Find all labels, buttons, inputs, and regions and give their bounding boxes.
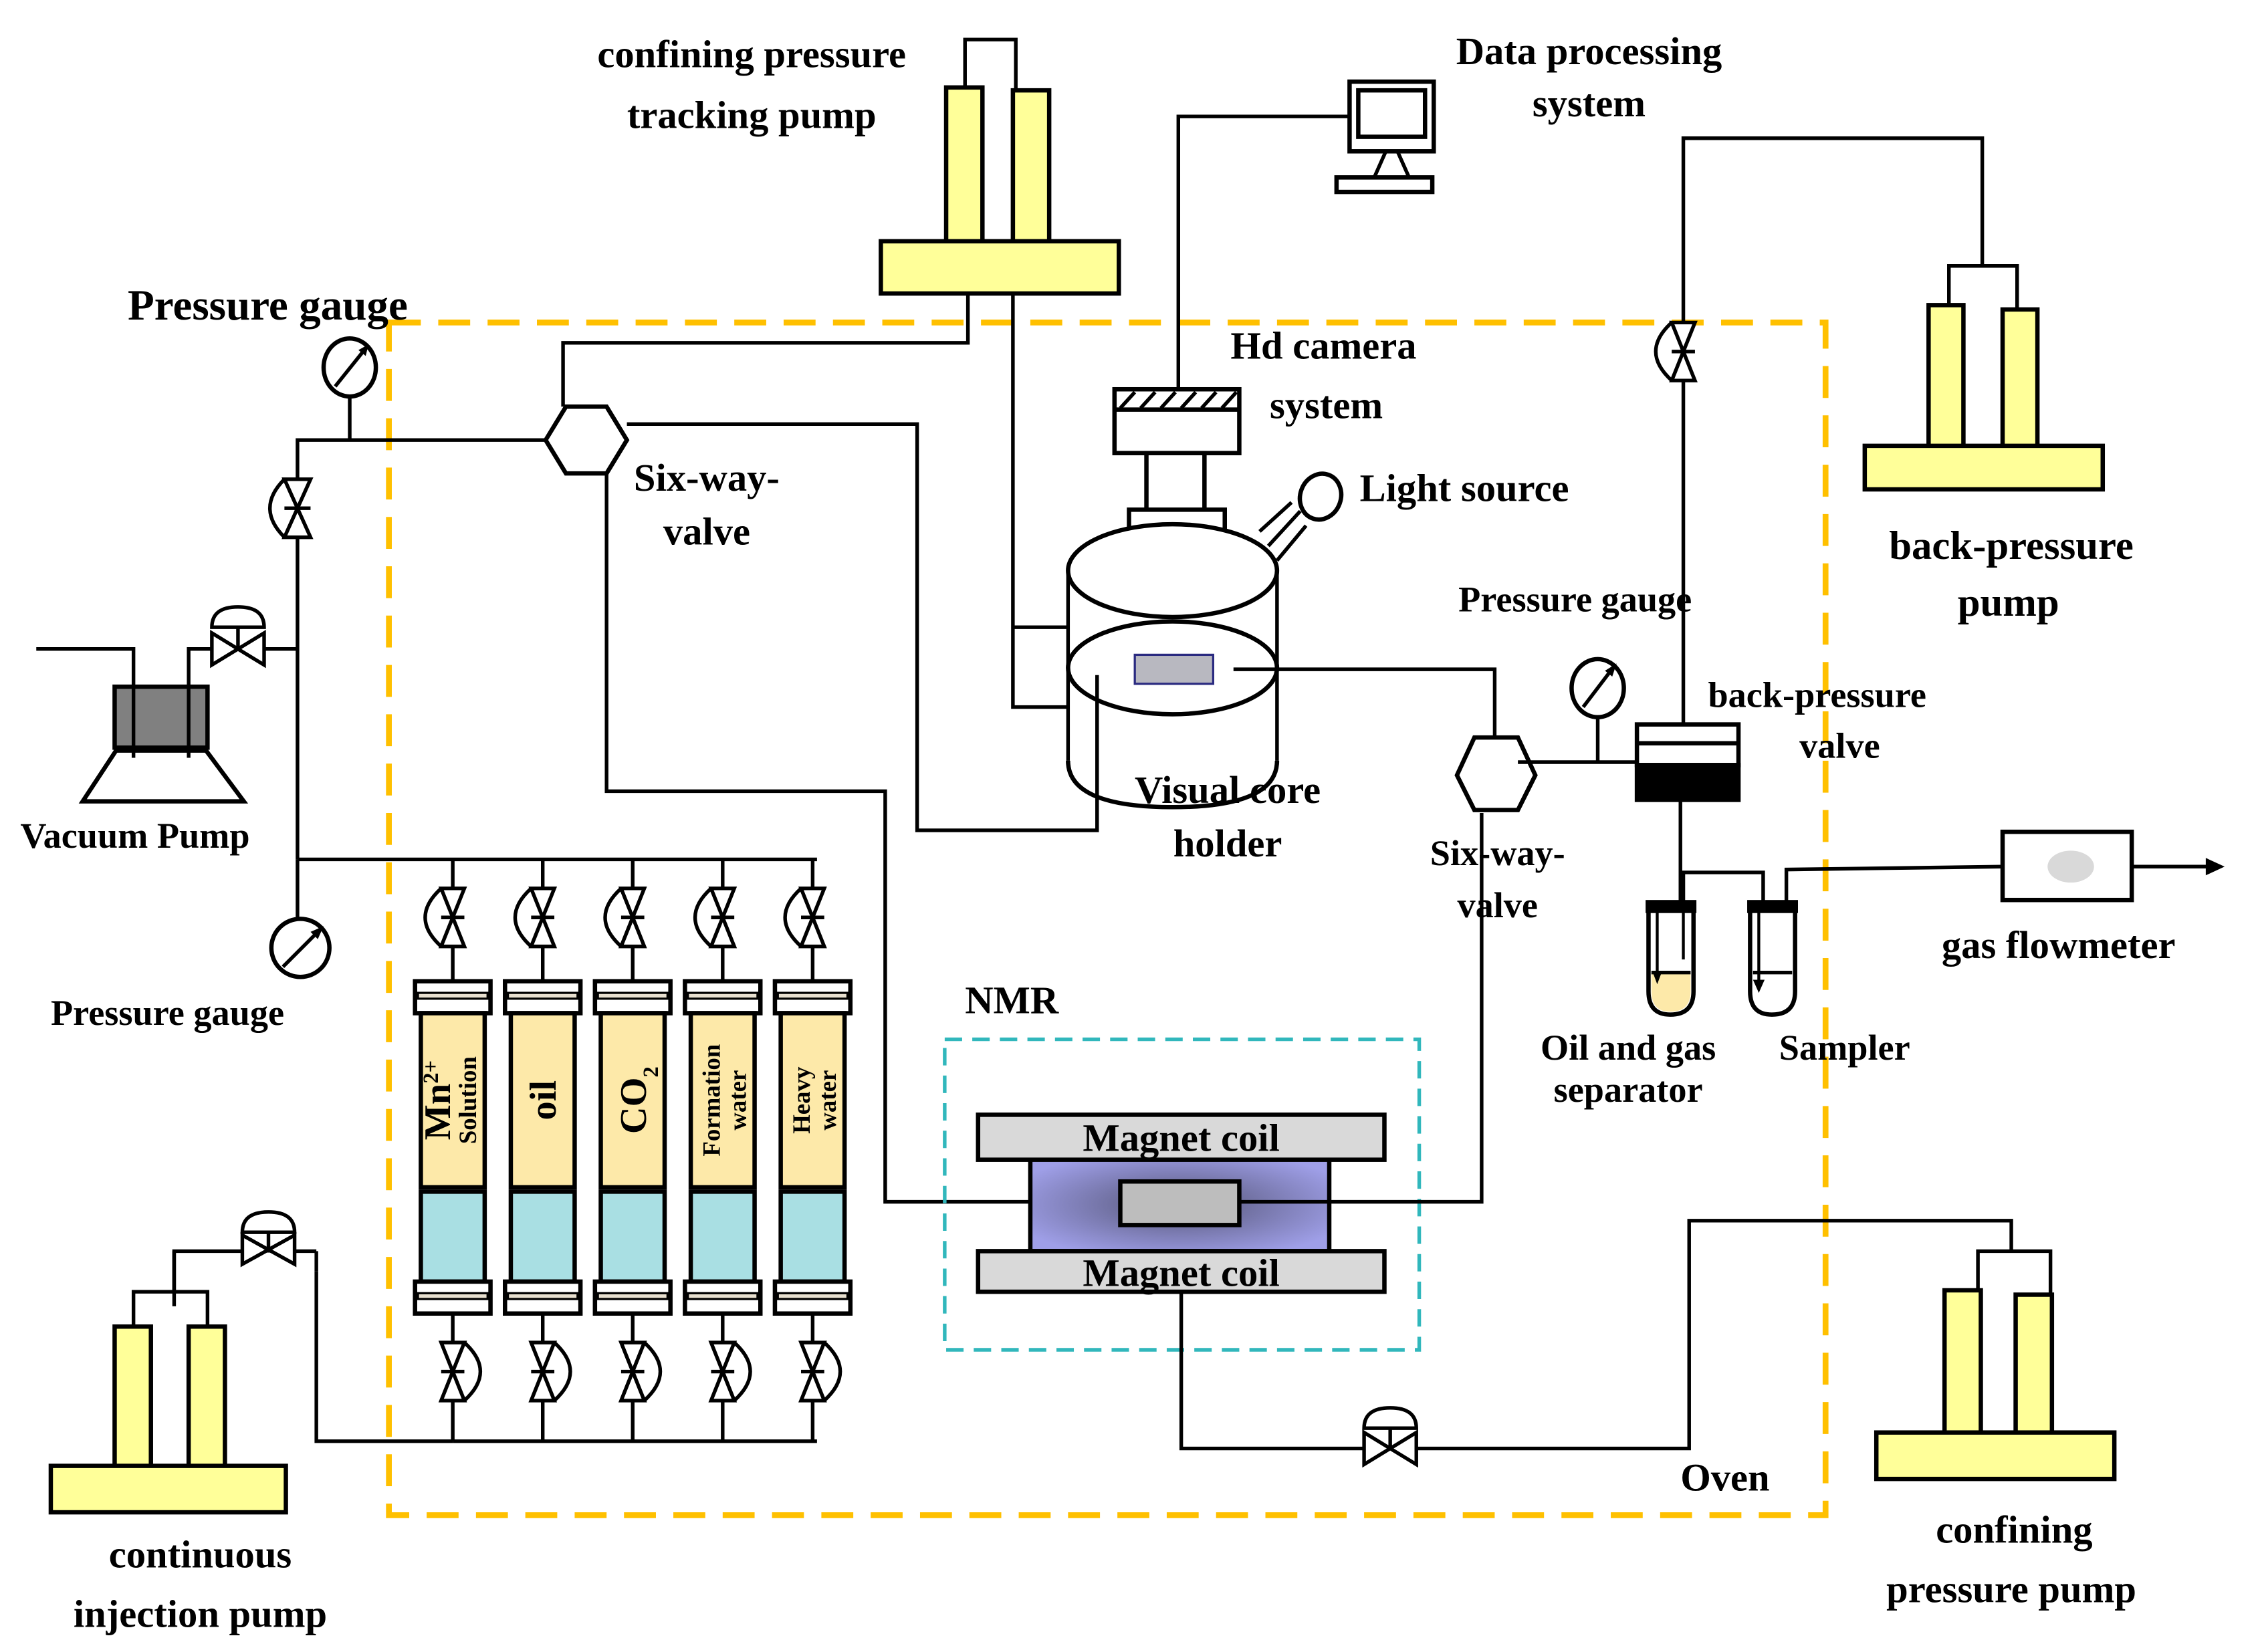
label-nmr: NMR xyxy=(965,978,1059,1022)
label-magnet-coil-bottom: Magnet coil xyxy=(1083,1251,1279,1294)
cylinder-bottom-valve[interactable] xyxy=(708,1340,752,1403)
cylinder-sublabel: Solution xyxy=(454,1056,481,1144)
label-visual-core-holder-1: Visual core xyxy=(1135,768,1321,812)
vacuum-pump xyxy=(36,647,249,804)
label-six-way-valve-left-2: valve xyxy=(663,509,750,553)
pressure-gauge-left-icon xyxy=(269,917,332,979)
cylinder-top-valve[interactable] xyxy=(693,887,738,949)
label-back-pressure-pump-1: back-pressure xyxy=(1889,523,2134,568)
cylinder-top-valve[interactable] xyxy=(513,887,558,949)
visual-core-holder xyxy=(1066,521,1280,810)
six-way-valve-left[interactable] xyxy=(543,404,630,476)
outlet-arrow-icon xyxy=(2205,858,2225,876)
cylinder-sublabel: water xyxy=(724,1070,752,1131)
label-pressure-gauge-right: Pressure gauge xyxy=(1458,579,1692,619)
nmr-core-sample xyxy=(1118,1179,1242,1227)
sampler xyxy=(1747,900,1799,1017)
oven-boundary xyxy=(386,320,1829,1518)
cylinder-bottom-valve[interactable] xyxy=(618,1340,663,1403)
label-back-pressure-valve-1: back-pressure xyxy=(1708,675,1926,715)
core-sample xyxy=(1133,653,1215,685)
label-hd-camera-2: system xyxy=(1270,384,1383,427)
label-back-pressure-valve-2: valve xyxy=(1799,725,1880,765)
cylinder-top-valve[interactable] xyxy=(423,887,467,949)
cylinder-bottom-valve[interactable] xyxy=(798,1340,842,1403)
continuous-injection-pump xyxy=(48,1251,288,1515)
six-way-valve-right[interactable] xyxy=(1454,735,1538,812)
label-six-way-valve-right-2: valve xyxy=(1457,885,1538,925)
label-confining-tracking-pump-1: confining pressure xyxy=(597,32,906,76)
cylinder-0: Mn2+Solution xyxy=(413,859,493,1441)
cylinder-sublabel: water xyxy=(814,1070,841,1131)
computer-monitor-icon xyxy=(1334,79,1436,195)
label-oil-gas-separator-1: Oil and gas xyxy=(1541,1028,1716,1068)
label-data-processing-2: system xyxy=(1533,82,1646,125)
cylinder-bottom-valve[interactable] xyxy=(438,1340,482,1403)
pressure-gauge-right-icon xyxy=(1569,657,1626,719)
label-confining-pressure-pump-1: confining xyxy=(1936,1508,2092,1552)
label-vacuum-pump: Vacuum Pump xyxy=(20,816,249,856)
confining-valve[interactable] xyxy=(1362,1406,1418,1468)
cylinder-label: Heavy xyxy=(788,1066,815,1134)
label-sampler: Sampler xyxy=(1779,1028,1910,1068)
label-six-way-valve-left-1: Six-way- xyxy=(634,456,780,499)
vacuum-valve[interactable] xyxy=(210,605,266,669)
label-oven: Oven xyxy=(1680,1456,1769,1500)
label-confining-tracking-pump-2: tracking pump xyxy=(627,94,877,137)
label-pressure-gauge-left: Pressure gauge xyxy=(51,993,284,1033)
cylinder-bottom-valve[interactable] xyxy=(528,1340,572,1403)
cylinder-label: oil xyxy=(523,1080,564,1120)
oil-gas-separator xyxy=(1646,900,1697,1017)
confining-pressure-tracking-pump xyxy=(879,37,1121,296)
label-magnet-coil-top: Magnet coil xyxy=(1083,1116,1279,1160)
gas-flowmeter xyxy=(2000,829,2225,903)
label-back-pressure-pump-2: pump xyxy=(1958,580,2059,625)
label-continuous-injection-pump-2: injection pump xyxy=(74,1592,327,1636)
flowmeter-dial-icon xyxy=(2047,850,2094,883)
injection-valve[interactable] xyxy=(240,1210,297,1268)
label-six-way-valve-right-1: Six-way- xyxy=(1430,833,1565,873)
cylinder-1: oil xyxy=(503,859,583,1441)
label-data-processing-1: Data processing xyxy=(1456,29,1722,73)
confining-pressure-pump xyxy=(1874,1249,2117,1482)
cylinder-label: Formation xyxy=(697,1044,725,1157)
needle-valve-back-pressure[interactable] xyxy=(1654,320,1698,382)
cylinder-2: CO2 xyxy=(592,859,673,1441)
magnet-coil-top xyxy=(976,1112,1387,1162)
back-pressure-pump xyxy=(1862,264,2106,492)
label-light-source: Light source xyxy=(1360,466,1569,509)
cylinder-top-valve[interactable] xyxy=(603,887,647,949)
label-continuous-injection-pump-1: continuous xyxy=(109,1533,292,1576)
cylinder-top-valve[interactable] xyxy=(783,887,827,949)
label-visual-core-holder-2: holder xyxy=(1173,822,1282,865)
label-oil-gas-separator-2: separator xyxy=(1554,1070,1703,1110)
pressure-gauge-top-icon xyxy=(321,336,378,399)
label-confining-pressure-pump-2: pressure pump xyxy=(1886,1568,2136,1611)
needle-valve-left-vertical[interactable] xyxy=(268,477,314,540)
label-hd-camera-1: Hd camera xyxy=(1230,324,1416,368)
back-pressure-valve[interactable] xyxy=(1634,722,1741,802)
light-source-icon xyxy=(1258,471,1344,562)
label-pressure-gauge-top: Pressure gauge xyxy=(128,281,408,330)
label-gas-flowmeter: gas flowmeter xyxy=(1942,923,2176,967)
